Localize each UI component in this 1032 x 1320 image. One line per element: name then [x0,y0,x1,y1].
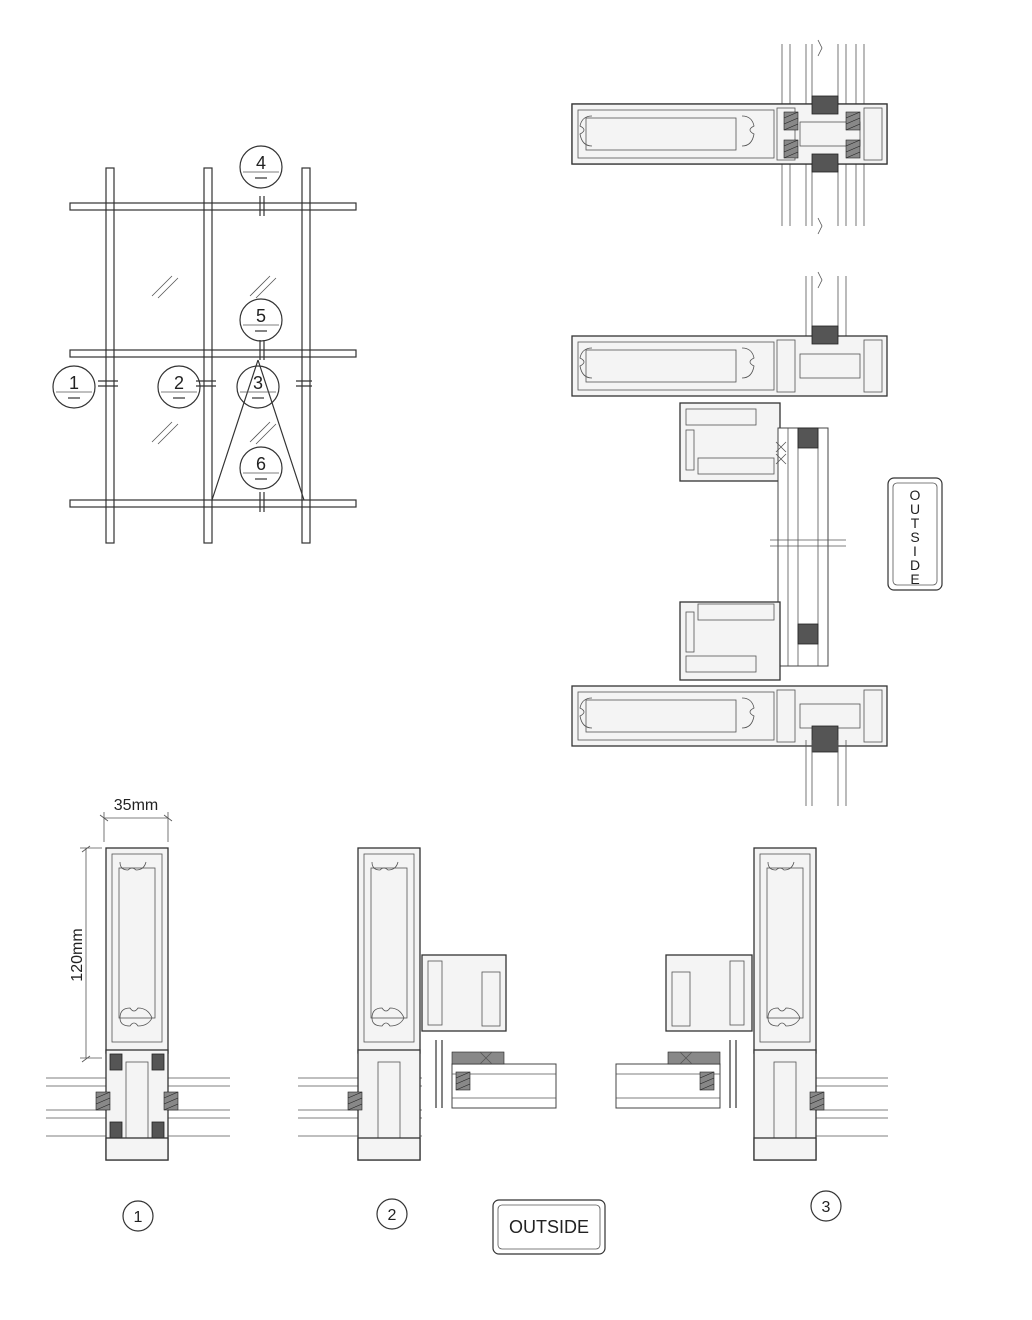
callout-1-label: 1 [69,373,79,393]
callout-5-label: 5 [256,306,266,326]
outside-letter-u: U [910,501,920,517]
section-label-2: 2 [376,1198,408,1230]
section-label-2-text: 2 [388,1207,397,1224]
outside-letter-i: I [913,543,917,559]
section-1-detail: 35mm 120mm [46,797,230,1161]
section-label-1: 1 [122,1200,154,1232]
section-2-detail [298,847,557,1161]
callout-4: 4 [239,145,283,189]
callout-4-label: 4 [256,153,266,173]
outside-letter-t: T [911,515,920,531]
callout-5: 5 [239,298,283,342]
outside-letter-d: D [910,557,920,573]
callout-6-label: 6 [256,454,266,474]
dimension-height: 120mm [69,928,86,981]
outside-label-text: OUTSIDE [509,1217,589,1237]
callout-6: 6 [239,446,283,490]
outside-letter-e: E [910,571,919,587]
outside-letter-s: S [910,529,919,545]
section-3-detail [615,847,888,1161]
callout-3: 3 [236,365,280,409]
section-label-3-text: 3 [822,1199,831,1216]
callout-2: 2 [157,365,201,409]
callout-2-label: 2 [174,373,184,393]
section-4-detail [571,39,888,235]
elevation-grid [69,167,357,544]
section-5-6-detail [571,271,888,806]
section-label-1-text: 1 [134,1209,143,1226]
callout-1: 1 [52,365,96,409]
callout-3-label: 3 [253,373,263,393]
section-label-3: 3 [810,1190,842,1222]
outside-label-vertical: O U T S I D E [887,477,943,591]
outside-label-box: OUTSIDE [492,1199,606,1255]
dimension-width: 35mm [114,797,158,814]
outside-letter-o: O [910,487,921,503]
